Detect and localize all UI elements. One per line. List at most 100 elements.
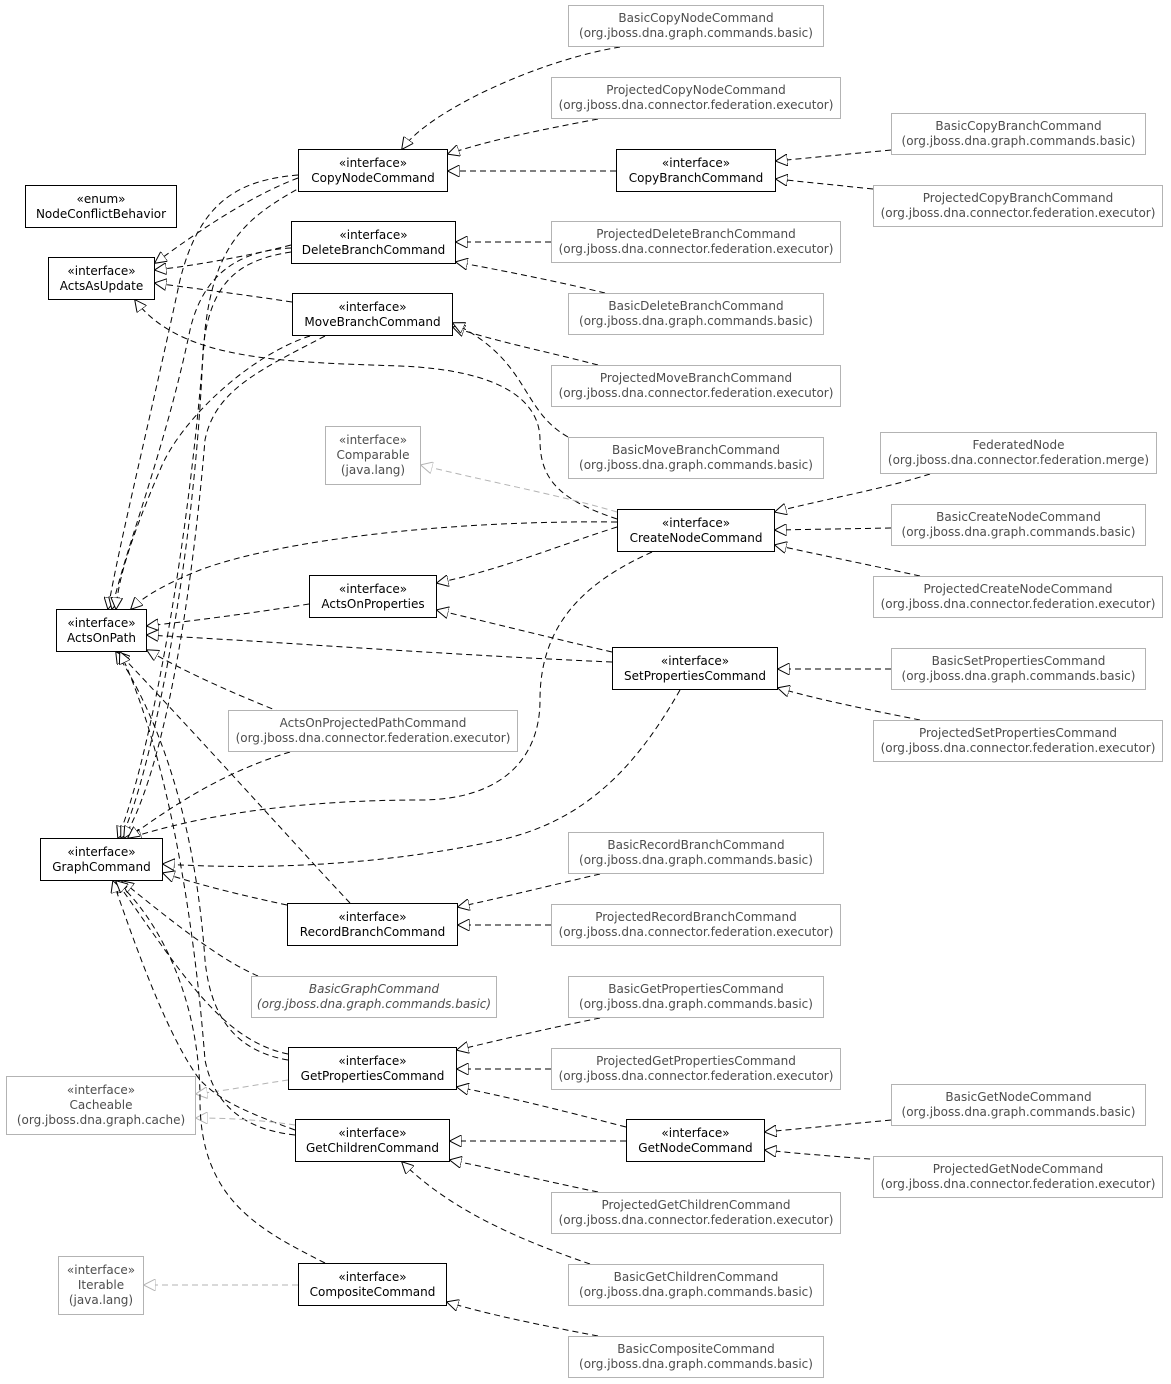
package-label: (org.jboss.dna.connector.federation.exec… <box>558 98 834 112</box>
class-name-label: CompositeCommand <box>309 1284 436 1299</box>
class-node-GetNodeCommand[interactable]: «interface»GetNodeCommand <box>626 1119 765 1162</box>
class-node-CopyBranchCommand[interactable]: «interface»CopyBranchCommand <box>616 149 776 192</box>
edge-MoveBranchCommand-implements-ActsAsUpdate <box>155 283 293 303</box>
class-node-ActsOnProperties[interactable]: «interface»ActsOnProperties <box>309 575 437 618</box>
class-node-BasicSetPropertiesCommand[interactable]: BasicSetPropertiesCommand(org.jboss.dna.… <box>891 648 1146 690</box>
class-node-CompositeCommand[interactable]: «interface»CompositeCommand <box>298 1263 447 1306</box>
class-node-ProjectedGetChildrenCommand[interactable]: ProjectedGetChildrenCommand(org.jboss.dn… <box>551 1192 841 1234</box>
package-label: (org.jboss.dna.connector.federation.exec… <box>558 925 834 939</box>
edges-layer <box>108 46 931 1337</box>
class-node-ActsOnProjectedPathCommand[interactable]: ActsOnProjectedPathCommand(org.jboss.dna… <box>228 710 518 752</box>
class-node-ProjectedGetNodeCommand[interactable]: ProjectedGetNodeCommand(org.jboss.dna.co… <box>873 1156 1163 1198</box>
class-node-ProjectedCopyNodeCommand[interactable]: ProjectedCopyNodeCommand(org.jboss.dna.c… <box>551 77 841 119</box>
class-node-GraphCommand[interactable]: «interface»GraphCommand <box>40 838 163 881</box>
class-name-label: GetNodeCommand <box>638 1140 753 1155</box>
class-name-label: BasicGetPropertiesCommand <box>608 982 784 996</box>
class-node-ProjectedCreateNodeCommand[interactable]: ProjectedCreateNodeCommand(org.jboss.dna… <box>873 576 1163 618</box>
class-node-CreateNodeCommand[interactable]: «interface»CreateNodeCommand <box>617 509 775 552</box>
package-label: (org.jboss.dna.graph.commands.basic) <box>256 997 492 1011</box>
class-node-BasicDeleteBranchCommand[interactable]: BasicDeleteBranchCommand(org.jboss.dna.g… <box>568 293 824 335</box>
class-name-label: CopyNodeCommand <box>311 170 435 185</box>
class-name-label: NodeConflictBehavior <box>35 206 167 221</box>
class-node-SetPropertiesCommand[interactable]: «interface»SetPropertiesCommand <box>612 647 778 690</box>
class-node-ProjectedSetPropertiesCommand[interactable]: ProjectedSetPropertiesCommand(org.jboss.… <box>873 720 1163 762</box>
edge-BasicGetPropertiesCommand-implements-GetPropertiesCommand <box>457 1017 601 1050</box>
class-name-label: BasicCompositeCommand <box>617 1342 775 1356</box>
class-node-GetPropertiesCommand[interactable]: «interface»GetPropertiesCommand <box>288 1047 457 1090</box>
package-label: (org.jboss.dna.connector.federation.exec… <box>880 206 1156 220</box>
class-node-NodeConflictBehavior[interactable]: «enum»NodeConflictBehavior <box>25 185 177 228</box>
edge-CreateNodeCommand-implements-ActsOnProperties <box>437 526 618 583</box>
class-node-Iterable[interactable]: «interface»Iterable(java.lang) <box>58 1256 144 1315</box>
stereotype-label: «interface» <box>338 909 407 924</box>
class-name-label: ActsOnPath <box>67 630 136 645</box>
class-node-BasicCreateNodeCommand[interactable]: BasicCreateNodeCommand(org.jboss.dna.gra… <box>891 504 1146 546</box>
class-name-label: ProjectedMoveBranchCommand <box>599 371 793 385</box>
stereotype-label: «interface» <box>66 1263 136 1277</box>
edge-ProjectedCopyNodeCommand-implements-CopyNodeCommand <box>448 118 599 154</box>
edge-CreateNodeCommand-implements-Comparable <box>421 465 618 513</box>
edge-BasicCopyBranchCommand-implements-CopyBranchCommand <box>776 149 892 161</box>
stereotype-label: «interface» <box>661 155 731 170</box>
package-label: (org.jboss.dna.graph.commands.basic) <box>579 458 813 472</box>
class-node-BasicRecordBranchCommand[interactable]: BasicRecordBranchCommand(org.jboss.dna.g… <box>568 832 824 874</box>
class-name-label: ActsOnProjectedPathCommand <box>279 716 467 730</box>
class-node-BasicGetPropertiesCommand[interactable]: BasicGetPropertiesCommand(org.jboss.dna.… <box>568 976 824 1018</box>
class-name-label: BasicSetPropertiesCommand <box>931 654 1106 668</box>
edge-CopyNodeCommand-implements-ActsAsUpdate <box>155 177 299 263</box>
class-node-ActsOnPath[interactable]: «interface»ActsOnPath <box>56 609 147 652</box>
class-node-ActsAsUpdate[interactable]: «interface»ActsAsUpdate <box>48 257 155 300</box>
edge-BasicCopyNodeCommand-implements-CopyNodeCommand <box>402 46 621 149</box>
class-node-ProjectedGetPropertiesCommand[interactable]: ProjectedGetPropertiesCommand(org.jboss.… <box>551 1048 841 1090</box>
class-node-BasicCopyNodeCommand[interactable]: BasicCopyNodeCommand(org.jboss.dna.graph… <box>568 5 824 47</box>
class-name-label: Cacheable <box>69 1098 133 1112</box>
class-node-BasicCompositeCommand[interactable]: BasicCompositeCommand(org.jboss.dna.grap… <box>568 1336 824 1378</box>
class-name-label: Iterable <box>77 1278 125 1292</box>
edge-MoveBranchCommand-implements-ActsOnPath <box>116 335 311 609</box>
package-label: (org.jboss.dna.graph.commands.basic) <box>901 134 1136 148</box>
edge-DeleteBranchCommand-implements-ActsOnPath <box>112 247 292 609</box>
package-label: (org.jboss.dna.graph.commands.basic) <box>901 525 1136 539</box>
class-node-BasicGetChildrenCommand[interactable]: BasicGetChildrenCommand(org.jboss.dna.gr… <box>568 1264 824 1306</box>
edge-BasicGetChildrenCommand-implements-GetChildrenCommand <box>402 1162 591 1265</box>
package-label: (org.jboss.dna.connector.federation.exec… <box>235 731 511 745</box>
class-node-ProjectedDeleteBranchCommand[interactable]: ProjectedDeleteBranchCommand(org.jboss.d… <box>551 221 841 263</box>
class-name-label: GetChildrenCommand <box>306 1140 439 1155</box>
stereotype-label: «enum» <box>76 191 126 206</box>
edge-SetPropertiesCommand-implements-GraphCommand <box>163 689 681 866</box>
class-name-label: ProjectedSetPropertiesCommand <box>918 726 1118 740</box>
class-name-label: BasicCopyBranchCommand <box>935 119 1102 133</box>
class-name-label: ProjectedDeleteBranchCommand <box>596 227 796 241</box>
class-node-Cacheable[interactable]: «interface»Cacheable(org.jboss.dna.graph… <box>6 1076 196 1135</box>
stereotype-label: «interface» <box>67 263 136 278</box>
class-node-BasicGetNodeCommand[interactable]: BasicGetNodeCommand(org.jboss.dna.graph.… <box>891 1084 1146 1126</box>
class-node-BasicGraphCommand[interactable]: BasicGraphCommand(org.jboss.dna.graph.co… <box>251 976 497 1018</box>
class-node-Comparable[interactable]: «interface»Comparable(java.lang) <box>325 426 421 485</box>
edge-ProjectedMoveBranchCommand-implements-MoveBranchCommand <box>453 327 599 366</box>
edge-DeleteBranchCommand-implements-GraphCommand <box>121 251 292 838</box>
class-name-label: RecordBranchCommand <box>299 924 446 939</box>
edge-CreateNodeCommand-implements-ActsAsUpdate <box>135 300 618 520</box>
class-name-label: BasicGetChildrenCommand <box>613 1270 779 1284</box>
class-node-ProjectedRecordBranchCommand[interactable]: ProjectedRecordBranchCommand(org.jboss.d… <box>551 904 841 946</box>
class-node-ProjectedCopyBranchCommand[interactable]: ProjectedCopyBranchCommand(org.jboss.dna… <box>873 185 1163 227</box>
class-node-RecordBranchCommand[interactable]: «interface»RecordBranchCommand <box>287 903 458 946</box>
class-name-label: SetPropertiesCommand <box>623 668 767 683</box>
edge-ActsOnProjectedPathCommand-implements-GraphCommand <box>128 751 291 838</box>
edge-CompositeCommand-implements-GraphCommand <box>116 881 326 1264</box>
class-node-ProjectedMoveBranchCommand[interactable]: ProjectedMoveBranchCommand(org.jboss.dna… <box>551 365 841 407</box>
package-label: (org.jboss.dna.graph.commands.basic) <box>579 997 813 1011</box>
class-node-BasicCopyBranchCommand[interactable]: BasicCopyBranchCommand(org.jboss.dna.gra… <box>891 113 1146 155</box>
package-label: (org.jboss.dna.connector.federation.exec… <box>558 1069 834 1083</box>
class-node-FederatedNode[interactable]: FederatedNode(org.jboss.dna.connector.fe… <box>880 432 1157 474</box>
class-node-CopyNodeCommand[interactable]: «interface»CopyNodeCommand <box>298 149 448 192</box>
package-label: (java.lang) <box>340 463 406 477</box>
stereotype-label: «interface» <box>338 433 408 447</box>
class-node-GetChildrenCommand[interactable]: «interface»GetChildrenCommand <box>295 1119 450 1162</box>
class-node-MoveBranchCommand[interactable]: «interface»MoveBranchCommand <box>292 293 453 336</box>
edge-GetNodeCommand-implements-GetPropertiesCommand <box>457 1087 627 1128</box>
class-node-DeleteBranchCommand[interactable]: «interface»DeleteBranchCommand <box>291 221 456 264</box>
edge-DeleteBranchCommand-implements-ActsAsUpdate <box>155 244 292 270</box>
class-node-BasicMoveBranchCommand[interactable]: BasicMoveBranchCommand(org.jboss.dna.gra… <box>568 437 824 479</box>
package-label: (java.lang) <box>68 1293 134 1307</box>
